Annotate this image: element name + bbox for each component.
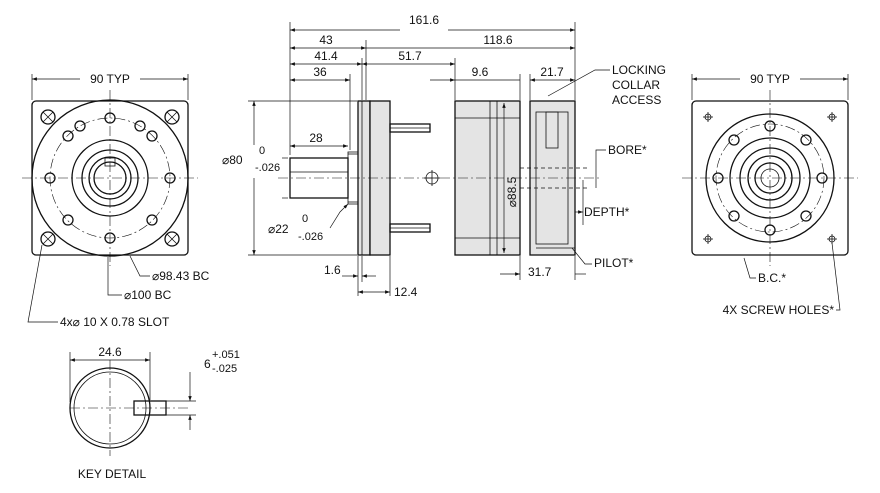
dim-31: 31.7 [528, 265, 552, 279]
right-screw-holes [703, 112, 837, 244]
pilot-label: PILOT* [594, 256, 634, 270]
right-bolt-holes [712, 120, 828, 236]
dim-pilot-dia: ⌀80 [222, 153, 243, 167]
dim-shaft-tol-low: -.026 [298, 231, 323, 243]
right-typ-label: 90 TYP [750, 72, 790, 86]
dim-pilot-tol-low: -.026 [255, 162, 280, 174]
dim-9: 9.6 [472, 65, 489, 79]
key-lower-tol: -.025 [212, 363, 237, 375]
dim-shaft-tol-up: 0 [302, 213, 308, 225]
dim-body-dia: ⌀88.5 [505, 176, 519, 207]
key-nominal-label: 6 [204, 357, 211, 371]
left-corner-holes [40, 109, 180, 247]
dim-overall: 161.6 [409, 13, 439, 27]
dim-28: 28 [309, 131, 323, 145]
locking-label-1: LOCKING [612, 63, 666, 77]
left-bc-inner-label: ⌀98.43 BC [152, 269, 210, 283]
key-upper-tol: +.051 [212, 349, 240, 361]
right-rear-view: 90 TYP B.C.* 4X SCREW HOLES* [682, 72, 858, 317]
dim-12: 12.4 [394, 285, 418, 299]
right-screw-label: 4X SCREW HOLES* [723, 303, 835, 317]
side-view: 161.6 43 118.6 41.4 51.7 36 9.6 21.7 28 … [222, 13, 666, 299]
left-bolt-holes [44, 112, 176, 244]
left-bc-outer-label: ⌀100 BC [124, 288, 172, 302]
dim-21: 21.7 [540, 65, 564, 79]
left-typ-label: 90 TYP [90, 72, 130, 86]
left-slot-label: 4x⌀ 10 X 0.78 SLOT [60, 315, 170, 329]
dim-pilot-tol-up: 0 [259, 145, 265, 157]
dim-41: 41.4 [314, 49, 338, 63]
bore-label: BORE* [608, 143, 647, 157]
depth-label: DEPTH* [584, 205, 630, 219]
dim-43: 43 [319, 33, 333, 47]
dim-shaft-dia: ⌀22 [268, 222, 289, 236]
left-front-view: 90 TYP ⌀98.43 BC ⌀100 BC 4x⌀ 10 X 0.78 S… [22, 72, 210, 329]
key-detail-caption: KEY DETAIL [78, 467, 147, 481]
dim-118: 118.6 [483, 33, 512, 47]
key-detail-view: 24.6 6 +.051 -.025 KEY DETAIL [69, 345, 240, 481]
locking-label-3: ACCESS [612, 93, 661, 107]
dim-51: 51.7 [398, 49, 422, 63]
right-bolt-circle [715, 123, 825, 233]
right-bc-label: B.C.* [758, 271, 786, 285]
key-width-label: 24.6 [98, 345, 122, 359]
dim-1-6: 1.6 [324, 263, 341, 277]
dim-36: 36 [313, 65, 327, 79]
locking-label-2: COLLAR [612, 78, 660, 92]
